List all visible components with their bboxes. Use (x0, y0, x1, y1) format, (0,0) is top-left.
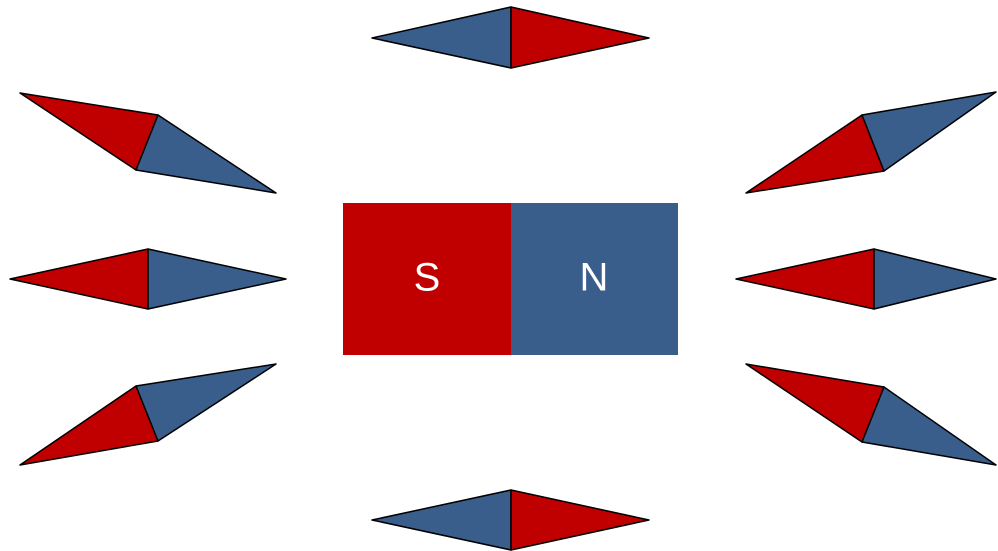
needle-north-half (861, 91, 997, 172)
south-pole (343, 203, 511, 355)
needle-south-half (9, 248, 149, 310)
compass-needle-middle-right (735, 248, 997, 310)
needle-north-half (873, 248, 997, 310)
north-pole (511, 203, 678, 355)
needle-south-half (19, 385, 159, 466)
north-pole-label: N (580, 256, 609, 300)
needle-south-half (510, 6, 650, 69)
compass-needle-upper-right (745, 91, 997, 194)
compass-needle-lower-left (19, 363, 277, 466)
needle-south-half (735, 248, 875, 310)
needle-north-half (861, 386, 997, 466)
bar-magnet: S N (343, 203, 678, 355)
compass-needle-top (371, 6, 650, 69)
needle-north-half (135, 114, 277, 194)
needle-north-half (371, 6, 512, 69)
compass-needle-lower-right (745, 363, 997, 466)
needle-south-half (510, 489, 650, 551)
needle-south-half (745, 114, 885, 194)
needle-north-half (147, 248, 287, 310)
south-pole-label: S (414, 256, 441, 300)
needle-north-half (135, 363, 277, 442)
needle-south-half (19, 92, 159, 171)
needle-south-half (745, 363, 885, 443)
compass-needle-middle-left (9, 248, 287, 310)
compass-needle-bottom (371, 489, 650, 551)
needle-north-half (371, 489, 512, 551)
compass-needle-upper-left (19, 92, 277, 194)
